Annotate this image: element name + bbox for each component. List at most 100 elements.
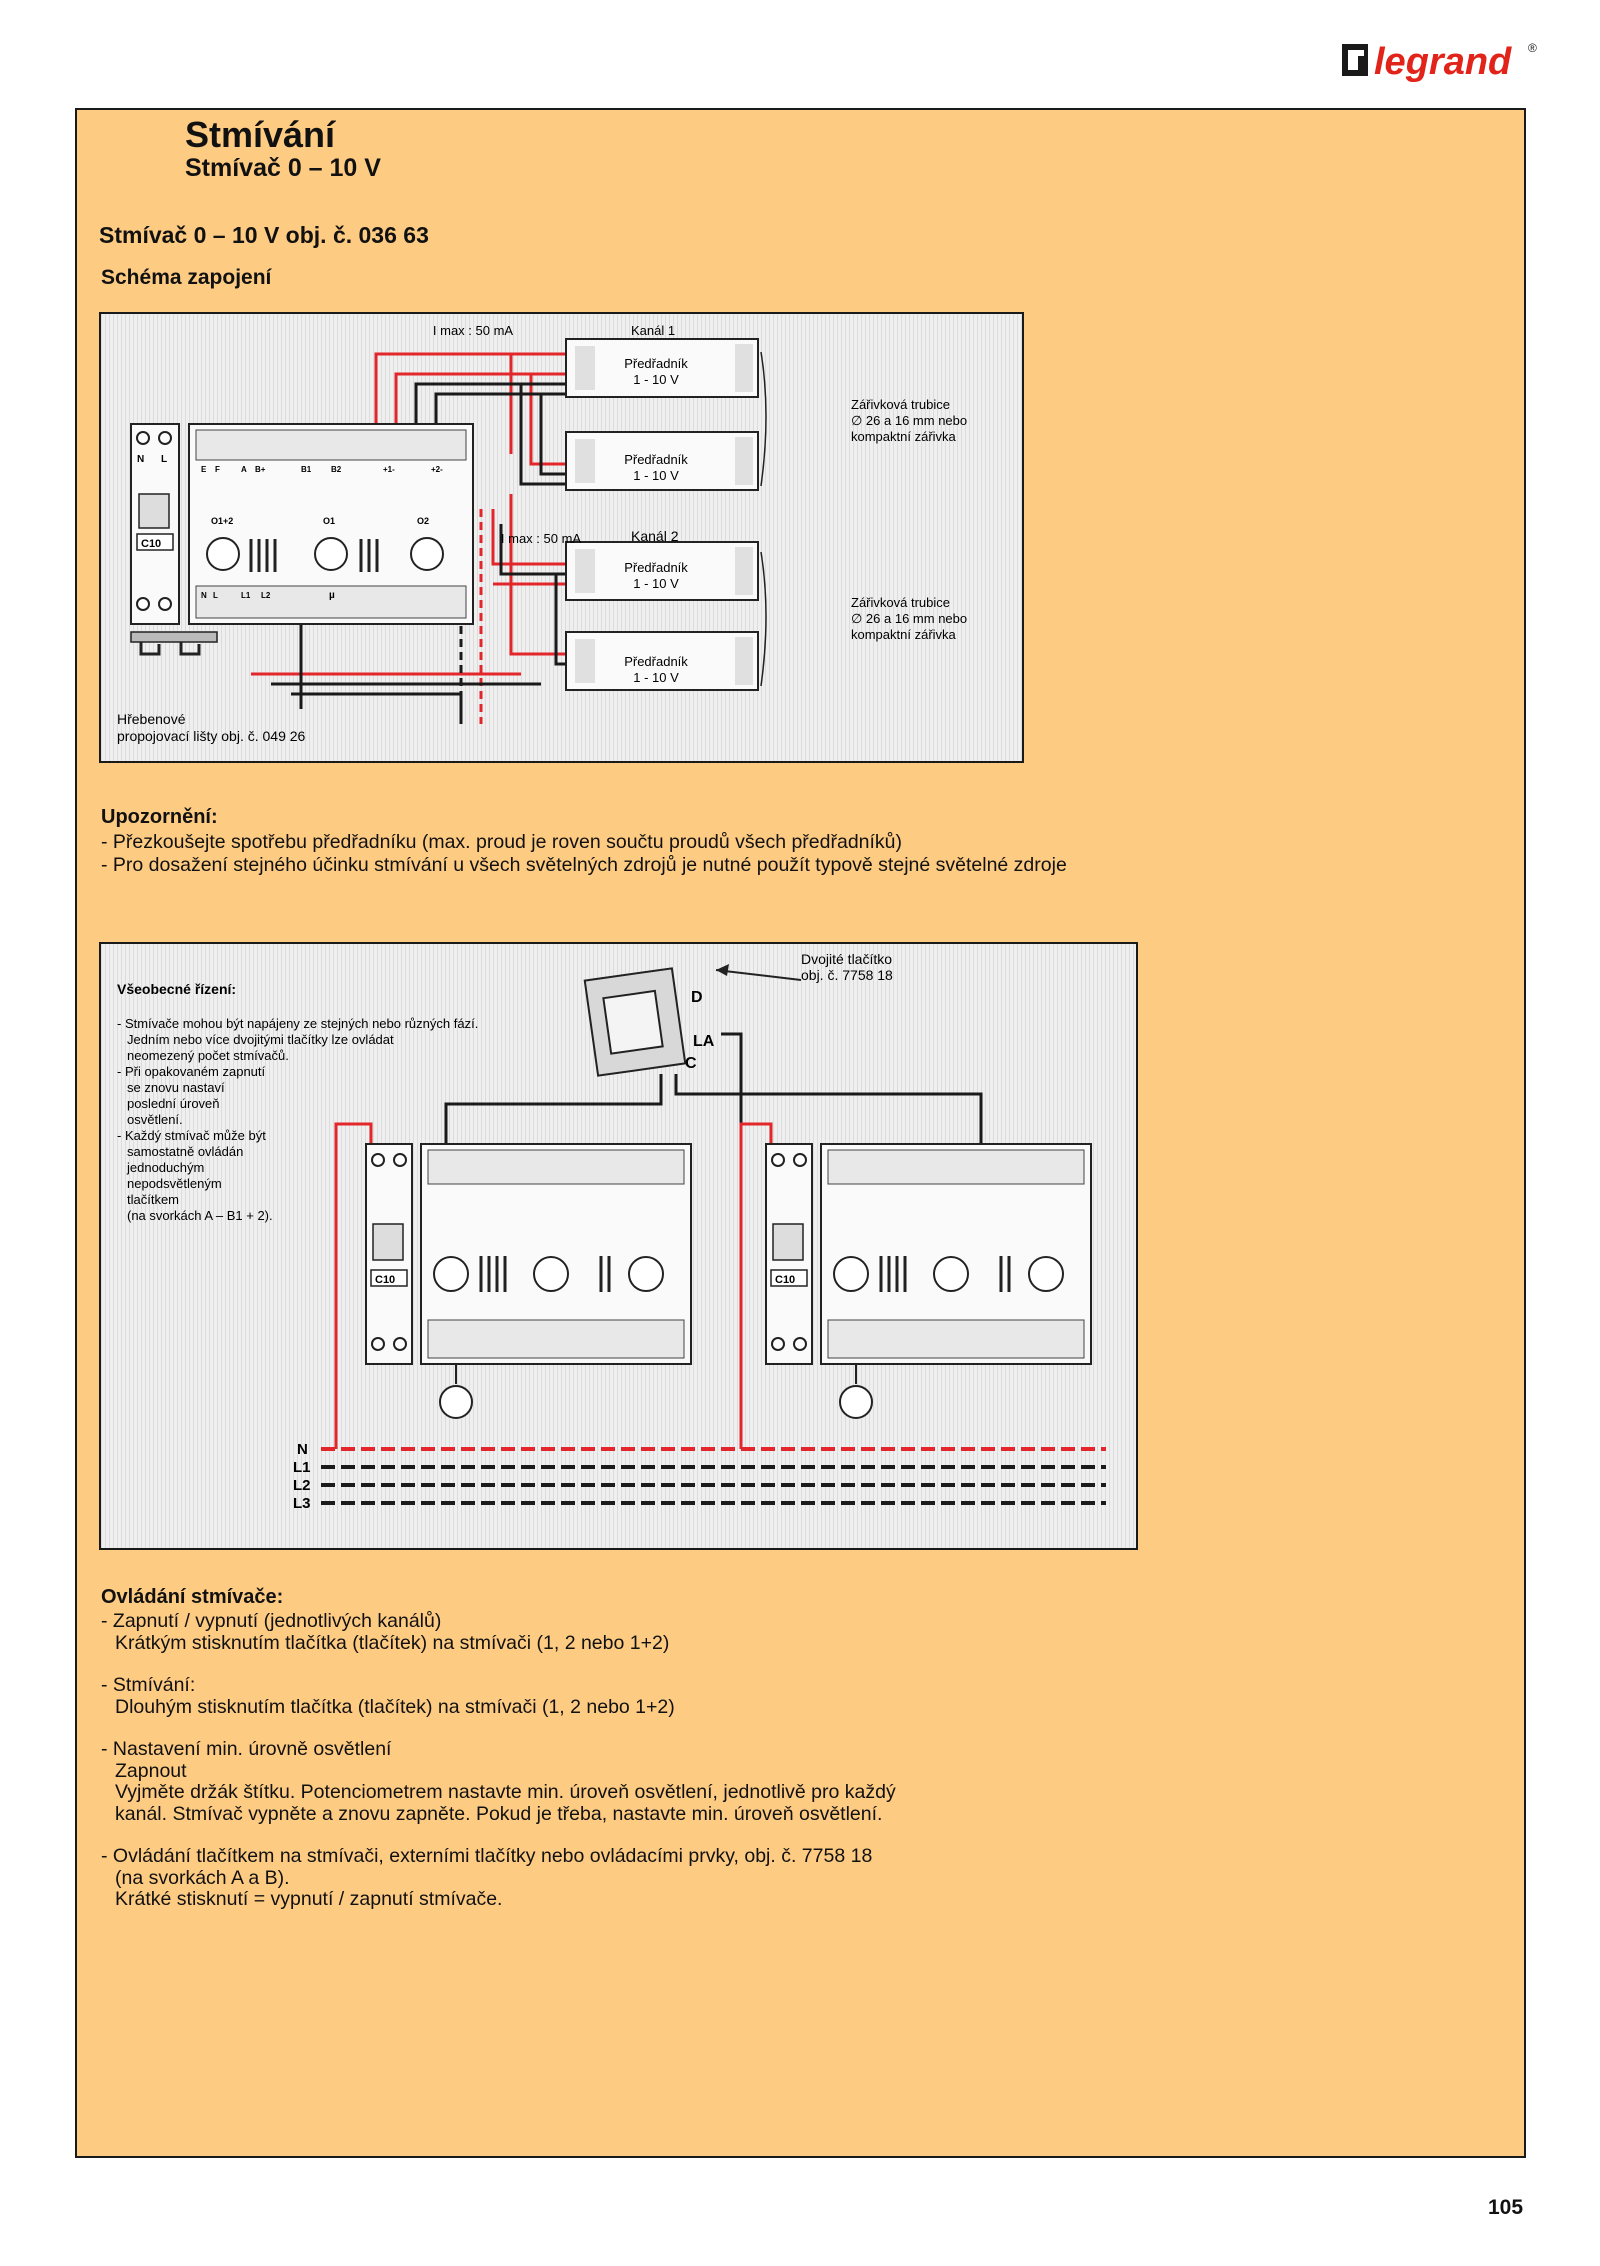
supply-busbars: N L1 L2 L3 xyxy=(293,1441,1106,1512)
general-control-heading: Všeobecné řízení: xyxy=(117,981,236,997)
svg-text:1 - 10 V: 1 - 10 V xyxy=(633,372,679,387)
legrand-wordmark: legrand xyxy=(1374,41,1512,83)
svg-text:F: F xyxy=(215,465,220,474)
svg-text:∅ 26 a 16 mm nebo: ∅ 26 a 16 mm nebo xyxy=(851,413,967,428)
circuit-breaker: N L C10 xyxy=(130,423,180,625)
control-line: Krátkým stisknutím tlačítka (tlačítek) n… xyxy=(115,1631,670,1654)
svg-text:C10: C10 xyxy=(141,538,161,550)
page-title: Stmívání xyxy=(185,114,336,155)
ballast-1: Předřadník 1 - 10 V xyxy=(565,338,759,398)
svg-text:B2: B2 xyxy=(331,465,342,474)
svg-text:- Při opakovaném zapnutí: - Při opakovaném zapnutí xyxy=(117,1064,266,1079)
lamp-icon xyxy=(439,1385,473,1419)
svg-text:Zářivková trubice: Zářivková trubice xyxy=(851,397,950,412)
control-line: Zapnout xyxy=(115,1759,187,1782)
svg-text:L1: L1 xyxy=(293,1459,311,1476)
legrand-logo: legrand ® xyxy=(1340,36,1540,88)
svg-text:L3: L3 xyxy=(293,1495,311,1512)
svg-text:poslední úroveň: poslední úroveň xyxy=(127,1096,220,1111)
control-item: - Nastavení min. úrovně osvětlení Zapnou… xyxy=(101,1738,1481,1825)
control-line: Vyjměte držák štítku. Potenciometrem nas… xyxy=(115,1781,896,1803)
svg-text:O1+2: O1+2 xyxy=(211,516,233,526)
svg-text:1 - 10 V: 1 - 10 V xyxy=(633,576,679,591)
warning-block: Upozornění: - Přezkoušejte spotřebu před… xyxy=(101,806,1481,877)
ballast-3: Předřadník 1 - 10 V xyxy=(565,541,759,601)
svg-text:kompaktní zářivka: kompaktní zářivka xyxy=(851,627,957,642)
double-pushbutton: D LA C xyxy=(583,964,802,1077)
control-block: Ovládání stmívače: - Zapnutí / vypnutí (… xyxy=(101,1586,1481,1932)
svg-text:(na svorkách A – B1 + 2).: (na svorkách A – B1 + 2). xyxy=(127,1208,273,1223)
svg-text:Předřadník: Předřadník xyxy=(624,452,688,467)
tube-note-2: Zářivková trubice ∅ 26 a 16 mm nebo komp… xyxy=(851,595,967,642)
control-title: Ovládání stmívače: xyxy=(101,1586,284,1608)
svg-text:L: L xyxy=(213,591,218,600)
ballast-2: Předřadník 1 - 10 V xyxy=(565,431,759,491)
page-number: 105 xyxy=(1488,2196,1524,2219)
control-line: - Ovládání tlačítkem na stmívači, extern… xyxy=(101,1845,873,1867)
control-line: - Stmívání: xyxy=(101,1674,196,1696)
svg-text:propojovací lišty obj. č. 049: propojovací lišty obj. č. 049 26 xyxy=(117,728,306,744)
general-control-notes: - Stmívače mohou být napájeny ze stejnýc… xyxy=(117,1016,478,1223)
control-item: - Zapnutí / vypnutí (jednotlivých kanálů… xyxy=(101,1610,1481,1654)
svg-text:B1: B1 xyxy=(301,465,312,474)
module-group-1: C10 xyxy=(365,1143,692,1419)
svg-text:neomezený počet stmívačů.: neomezený počet stmívačů. xyxy=(127,1048,289,1063)
svg-text:- Stmívače mohou být napájeny: - Stmívače mohou být napájeny ze stejnýc… xyxy=(117,1016,478,1031)
comb-busbar-label: Hřebenové propojovací lišty obj. č. 049 … xyxy=(117,711,306,744)
imax-label-top: I max : 50 mA xyxy=(433,323,514,338)
svg-text:osvětlení.: osvětlení. xyxy=(127,1112,183,1127)
svg-text:Předřadník: Předřadník xyxy=(624,654,688,669)
svg-text:L2: L2 xyxy=(261,591,271,600)
svg-text:∅ 26 a 16 mm nebo: ∅ 26 a 16 mm nebo xyxy=(851,611,967,626)
comb-busbar xyxy=(130,631,218,656)
wiring-diagram-1: N L C10 E F A B+ B1 B2 +1- +2- O1+2 xyxy=(99,312,1024,763)
section-title: Stmívač 0 – 10 V obj. č. 036 63 xyxy=(99,222,429,248)
warning-line: - Přezkoušejte spotřebu předřadníku (max… xyxy=(101,831,903,853)
channel-2-label: Kanál 2 xyxy=(631,528,679,544)
svg-text:N: N xyxy=(297,1441,308,1458)
channel-1-label: Kanál 1 xyxy=(631,323,675,338)
svg-text:jednoduchým: jednoduchým xyxy=(126,1160,204,1175)
wiring-diagram-2: Všeobecné řízení: - Stmívače mohou být n… xyxy=(99,942,1138,1550)
svg-text:C10: C10 xyxy=(775,1274,795,1286)
svg-text:Dvojité tlačítko: Dvojité tlačítko xyxy=(801,951,892,967)
svg-text:C10: C10 xyxy=(375,1274,395,1286)
svg-text:obj. č. 7758 18: obj. č. 7758 18 xyxy=(801,967,893,983)
control-line: kanál. Stmívač vypněte a znovu zapněte. … xyxy=(115,1802,883,1825)
feeder-red xyxy=(334,1122,773,1449)
control-line: - Zapnutí / vypnutí (jednotlivých kanálů… xyxy=(101,1610,442,1632)
double-pushbutton-label: Dvojité tlačítko obj. č. 7758 18 xyxy=(801,951,893,983)
svg-text:N: N xyxy=(137,454,144,465)
svg-text:L2: L2 xyxy=(293,1477,311,1494)
svg-text:LA: LA xyxy=(693,1033,715,1050)
control-line: Krátké stisknutí = vypnutí / zapnutí stm… xyxy=(115,1888,503,1910)
module-group-2: C10 xyxy=(765,1143,1092,1419)
svg-text:1 - 10 V: 1 - 10 V xyxy=(633,670,679,685)
control-line: (na svorkách A a B). xyxy=(115,1866,290,1889)
warning-title: Upozornění: xyxy=(101,806,218,828)
svg-text:- Každý stmívač může být: - Každý stmívač může být xyxy=(117,1128,266,1143)
svg-text:1 - 10 V: 1 - 10 V xyxy=(633,468,679,483)
svg-text:Jedním nebo více dvojitými tla: Jedním nebo více dvojitými tlačítky lze … xyxy=(127,1032,394,1047)
svg-text:L: L xyxy=(161,454,167,465)
svg-text:Předřadník: Předřadník xyxy=(624,560,688,575)
control-item: - Stmívání: Dlouhým stisknutím tlačítka … xyxy=(101,1674,1481,1718)
svg-text:E: E xyxy=(201,465,207,474)
svg-text:N: N xyxy=(201,591,207,600)
ballast-4: Předřadník 1 - 10 V xyxy=(565,631,759,691)
wires-red xyxy=(251,352,566,724)
svg-text:O1: O1 xyxy=(323,516,335,526)
svg-text:D: D xyxy=(691,989,703,1006)
svg-text:se znovu nastaví: se znovu nastaví xyxy=(127,1080,225,1095)
svg-text:O2: O2 xyxy=(417,516,429,526)
svg-text:A: A xyxy=(241,465,247,474)
svg-text:+1-: +1- xyxy=(383,465,395,474)
svg-text:tlačítkem: tlačítkem xyxy=(127,1192,179,1207)
svg-text:samostatně ovládán: samostatně ovládán xyxy=(127,1144,243,1159)
tube-note-1: Zářivková trubice ∅ 26 a 16 mm nebo komp… xyxy=(851,397,967,444)
svg-text:nepodsvětleným: nepodsvětleným xyxy=(127,1176,222,1191)
section-subtitle: Schéma zapojení xyxy=(101,266,272,289)
svg-text:C: C xyxy=(685,1055,697,1072)
svg-text:B+: B+ xyxy=(255,465,266,474)
svg-text:L1: L1 xyxy=(241,591,251,600)
